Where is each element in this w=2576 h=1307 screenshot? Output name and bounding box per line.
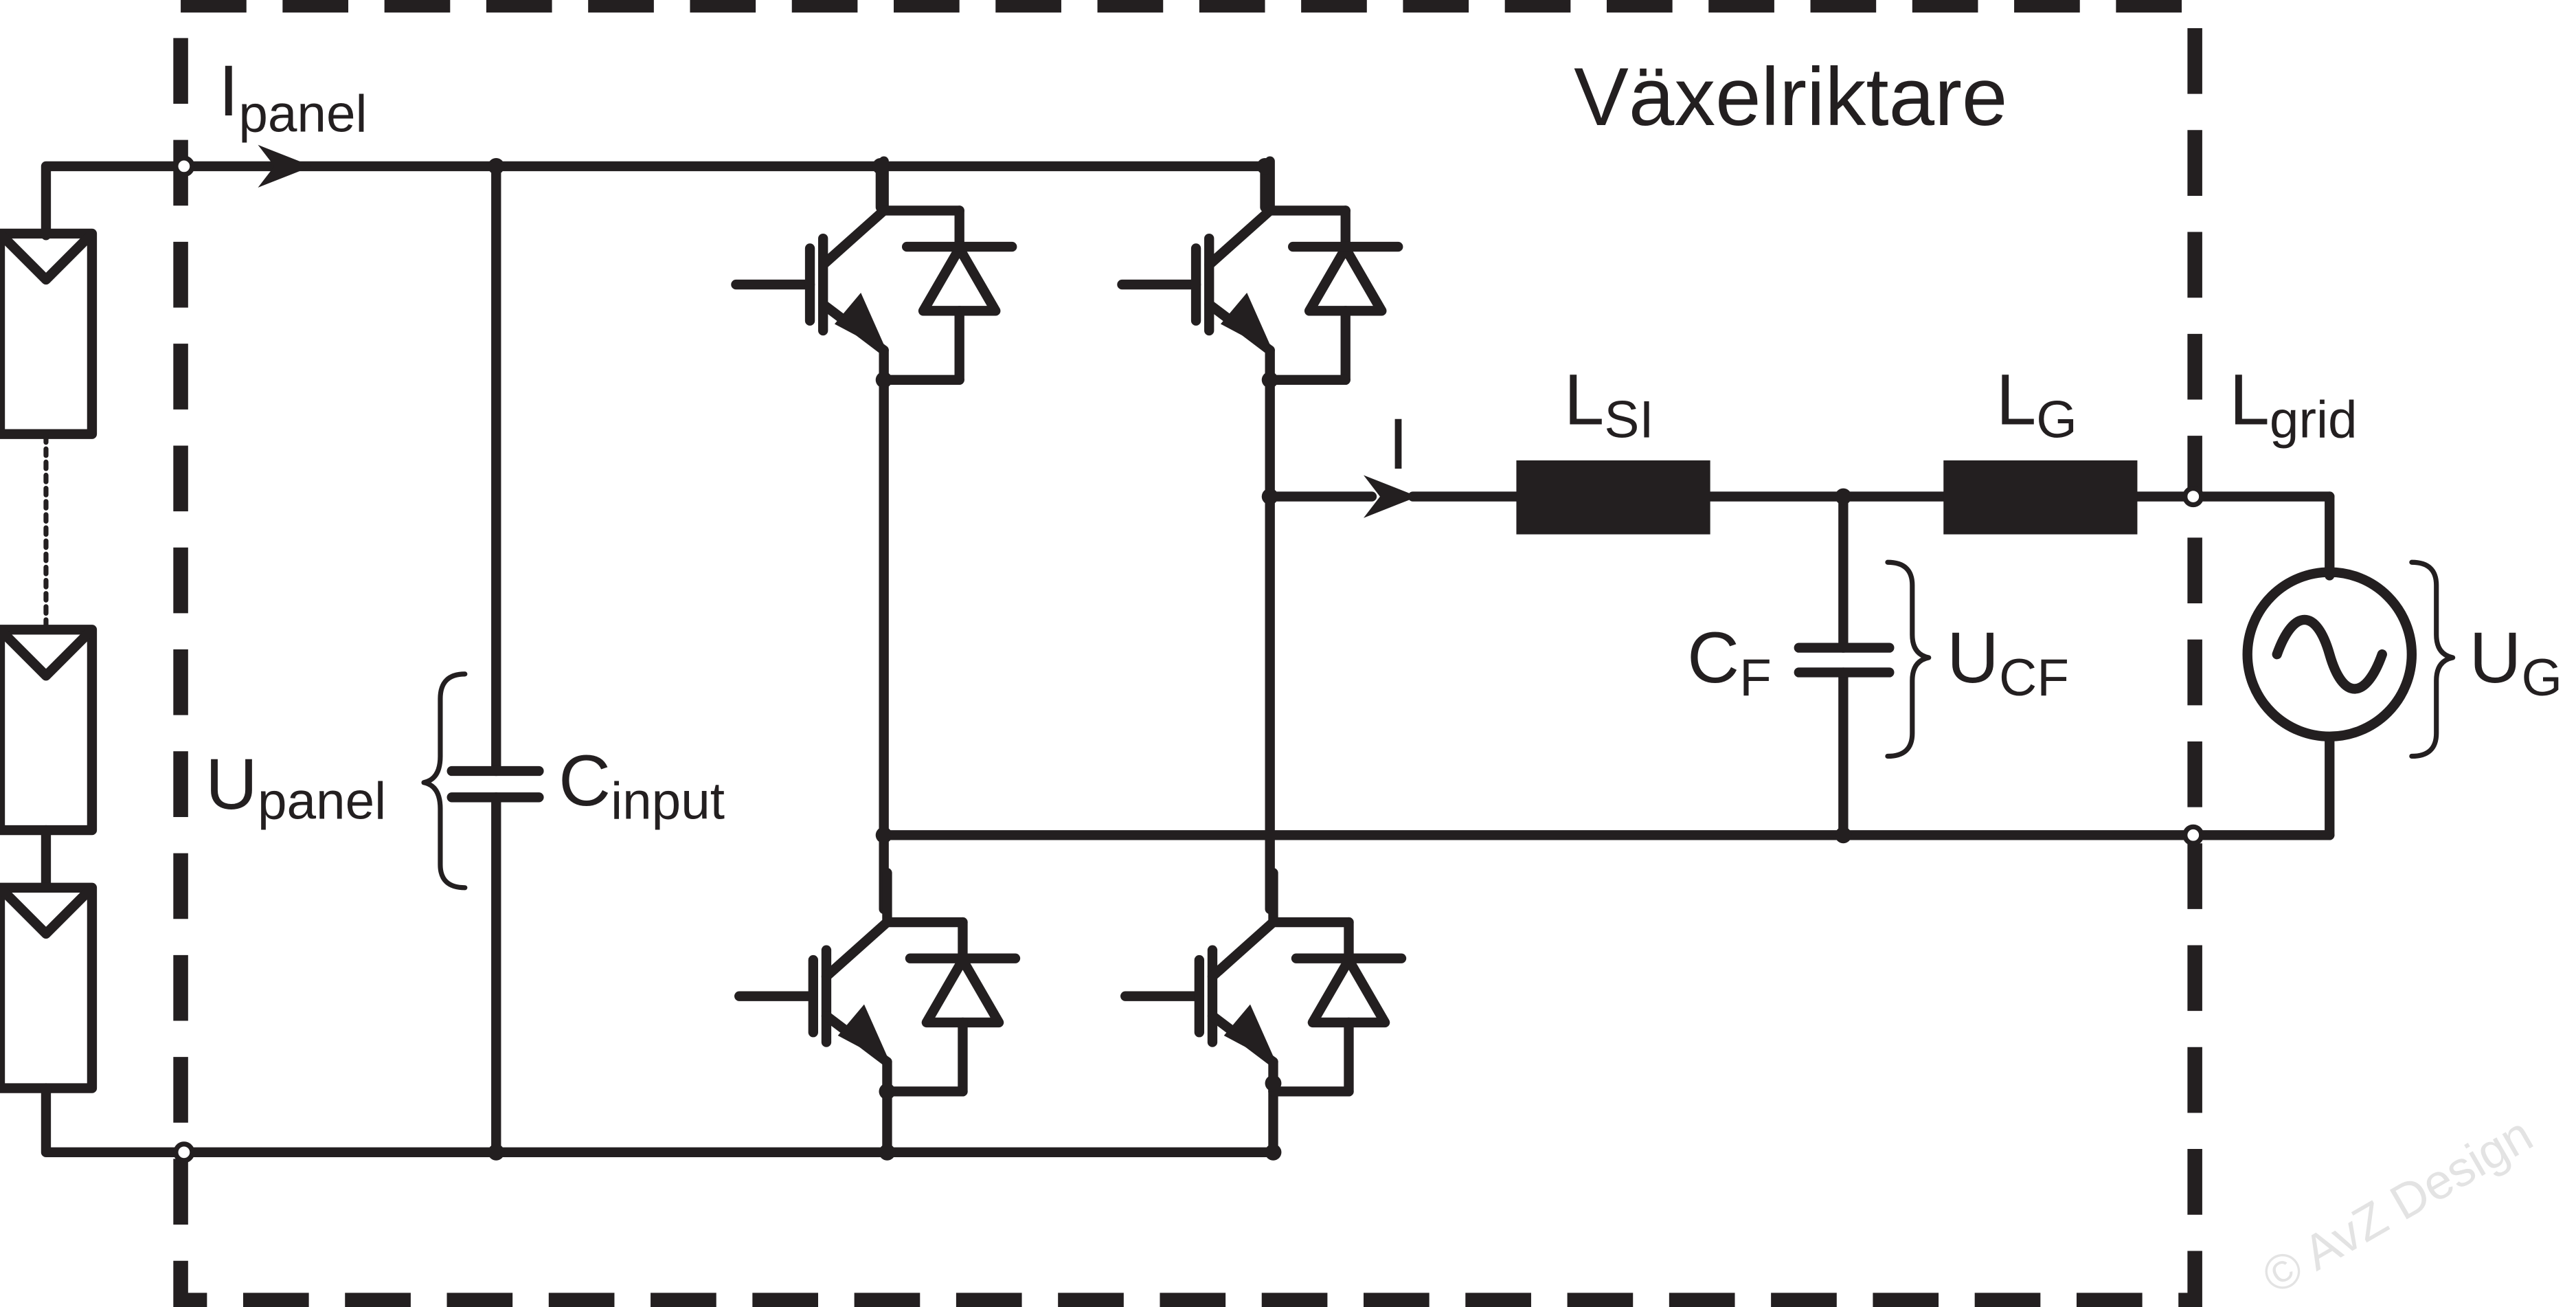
- watermark: © AvZ Design: [2253, 1106, 2542, 1304]
- dc-input-terminal-minus: [173, 1141, 195, 1163]
- brace-u-g: [2409, 559, 2456, 759]
- ac-grid-source-icon: [2242, 567, 2417, 741]
- grid-terminal-line: [2182, 486, 2204, 508]
- current-arrow-icon: [258, 144, 313, 188]
- igbt-switch-bottom-right: [1125, 873, 1401, 1091]
- label-u-panel: Upanel: [205, 744, 386, 830]
- igbt-switch-top-right: [1122, 161, 1398, 380]
- current-arrow-icon: [1364, 475, 1418, 518]
- dc-input-terminal-plus: [173, 155, 195, 177]
- brace-u-cf: [1885, 559, 1932, 759]
- label-l-g: LG: [1996, 359, 2077, 449]
- dc-bus: [179, 161, 1278, 1158]
- h-bridge-wiring: [875, 161, 2335, 1158]
- label-l-grid: Lgrid: [2229, 359, 2357, 449]
- inverter-title: Växelriktare: [1574, 52, 2007, 143]
- igbt-switch-bottom-left: [739, 873, 1015, 1091]
- igbt-switch-top-left: [736, 161, 1012, 380]
- brace-u-panel: [421, 671, 468, 891]
- label-l-si: LSI: [1564, 359, 1654, 449]
- inverter-boundary: [173, 0, 2202, 1307]
- label-u-g: UG: [2470, 618, 2563, 707]
- label-c-input: Cinput: [558, 741, 725, 830]
- inductor-lsi: [1516, 460, 1710, 535]
- label-current-i: I: [1388, 404, 1408, 484]
- label-c-f: CF: [1687, 618, 1772, 707]
- grid-terminal-neutral: [2182, 824, 2204, 846]
- label-i-panel: Ipanel: [218, 51, 367, 144]
- junction-dots: [488, 157, 1852, 1161]
- pv-panel-string: [0, 161, 190, 1158]
- label-u-cf: UCF: [1947, 618, 2069, 707]
- sine-wave-icon: [2272, 614, 2387, 694]
- inductor-lg: [1943, 460, 2138, 535]
